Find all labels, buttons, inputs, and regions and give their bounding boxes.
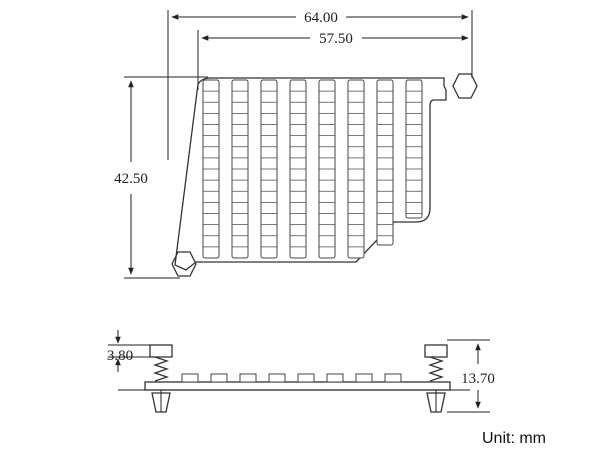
dim-hole-spacing: 57.50 [197, 30, 473, 90]
side-fin-2 [210, 373, 228, 383]
heatsink-side-view: 3.80 13.70 [107, 330, 495, 413]
side-fin-3 [239, 373, 257, 383]
fin-7 [376, 79, 394, 246]
fin-8 [405, 79, 423, 219]
spring-pin-left [149, 344, 173, 413]
dim-text-total-height: 13.70 [461, 371, 495, 387]
side-fin-7 [355, 373, 373, 383]
side-base-plate [144, 381, 451, 391]
mount-hex-top-right [452, 73, 478, 99]
side-fin-4 [268, 373, 286, 383]
dim-total-height: 13.70 [447, 339, 495, 413]
dim-overall-width: 64.00 [167, 10, 473, 160]
side-fin-6 [326, 373, 344, 383]
fin-array [202, 79, 423, 259]
heatsink-top-view [171, 73, 478, 277]
spring-pin-right [424, 344, 448, 413]
dim-height: 42.50 [114, 76, 208, 279]
mount-hex-bottom-left [171, 251, 197, 277]
side-fin-1 [181, 373, 199, 383]
dim-pin-head: 3.80 [107, 330, 150, 372]
side-fin-5 [297, 373, 315, 383]
dim-text-hole-spacing: 57.50 [319, 31, 353, 47]
side-fin-8 [384, 373, 402, 383]
side-fin-array [181, 373, 402, 383]
dim-text-pin-head: 3.80 [107, 348, 133, 364]
dim-text-height: 42.50 [114, 171, 148, 187]
dim-text-overall-width: 64.00 [304, 10, 338, 26]
unit-label: Unit: mm [482, 430, 546, 447]
